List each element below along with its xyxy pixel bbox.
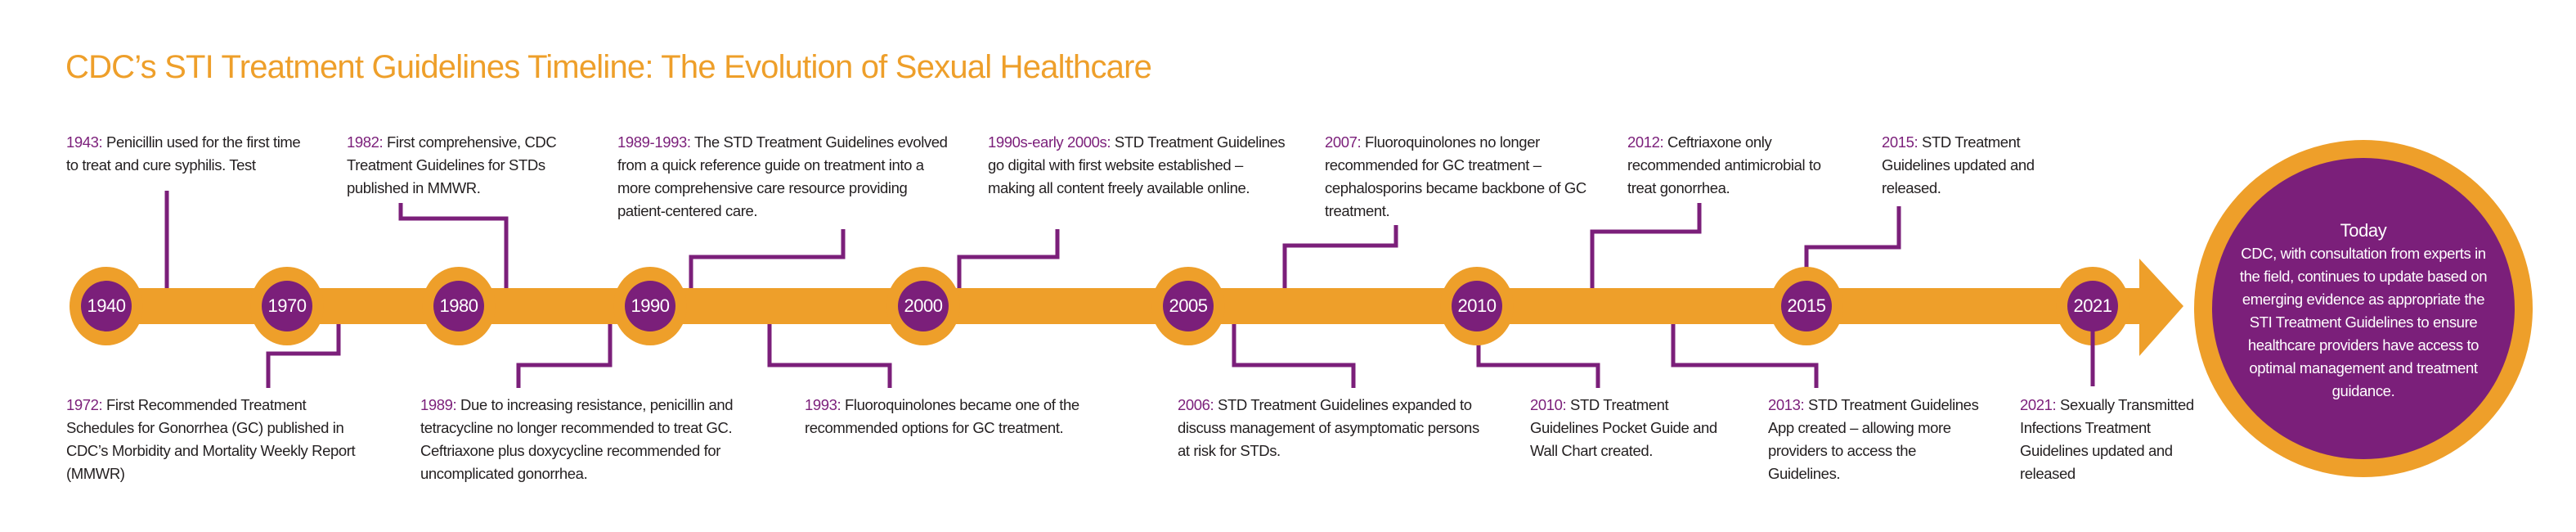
milestone-year-label: 2015 (1787, 295, 1826, 316)
event-1989-1993: 1989-1993: The STD Treatment Guidelines … (617, 133, 948, 219)
milestone-year-label: 2021 (2073, 295, 2112, 316)
connector-1989-1993 (689, 229, 846, 288)
milestone-2000 (886, 267, 960, 345)
event-2010: 2010: STD Treatment Guidelines Pocket Gu… (1530, 396, 1717, 459)
event-2013: 2013: STD Treatment Guidelines App creat… (1768, 396, 1979, 482)
event-1982: 1982: First comprehensive, CDC Treatment… (347, 133, 557, 196)
event-1943: 1943: Penicillin used for the first time… (66, 133, 301, 174)
event-1993: 1993: Fluoroquinolones became one of the… (805, 396, 1079, 436)
milestone-2005 (1151, 267, 1225, 345)
event-2006: 2006: STD Treatment Guidelines expanded … (1178, 396, 1479, 459)
milestone-2010 (1440, 267, 1514, 345)
today-panel: Today CDC, with consultation from expert… (2233, 219, 2494, 403)
today-heading: Today (2340, 220, 2387, 241)
today-text: CDC, with consultation from experts in t… (2239, 245, 2488, 399)
milestone-circles (70, 267, 2129, 345)
connector-2012 (1590, 203, 1702, 288)
milestone-inner-circle (433, 281, 484, 331)
event-1990s-early-2000s: 1990s-early 2000s: STD Treatment Guideli… (988, 133, 1286, 196)
milestone-1990 (613, 267, 687, 345)
event-1989: 1989: Due to increasing resistance, peni… (420, 396, 734, 482)
today-circle-inner (2212, 158, 2515, 459)
milestone-inner-circle (2067, 281, 2118, 331)
milestone-inner-circle (81, 281, 132, 331)
connector-1982 (398, 203, 509, 288)
milestone-year-label: 2010 (1457, 295, 1497, 316)
milestone-inner-circle (625, 281, 675, 331)
milestone-1970 (250, 267, 324, 345)
connector-1972 (266, 324, 341, 388)
milestone-year-label: 1980 (439, 295, 478, 316)
event-2012: 2012: Ceftriaxone only recommended antim… (1627, 133, 1821, 196)
connector-2013 (1671, 324, 1819, 388)
milestone-inner-circle (898, 281, 949, 331)
event-2015: 2015: STD Treatment Guidelines updated a… (1882, 133, 2035, 196)
milestone-1940 (70, 267, 143, 345)
milestone-year-label: 1970 (267, 295, 307, 316)
connector-1989 (516, 324, 613, 388)
connector-2006 (1232, 324, 1356, 388)
milestone-inner-circle (1163, 281, 1214, 331)
milestone-year-label: 1940 (87, 295, 126, 316)
timeline-arrowhead (2139, 259, 2183, 356)
milestone-1980 (422, 267, 496, 345)
connector-1993 (767, 324, 892, 388)
event-1972: 1972: First Recommended Treatment Schedu… (66, 396, 356, 482)
milestone-year-label: 2000 (904, 295, 943, 316)
milestone-inner-circle (262, 281, 312, 331)
timeline-bar (82, 288, 2159, 324)
connector-2015 (1804, 206, 1901, 270)
page-title: CDC’s STI Treatment Guidelines Timeline:… (65, 49, 1152, 85)
milestone-year-label: 1990 (631, 295, 670, 316)
connectors (164, 191, 1901, 388)
milestone-2021 (2056, 267, 2129, 345)
milestone-inner-circle (1781, 281, 1832, 331)
milestone-year-label: 2005 (1169, 295, 1208, 316)
connector-1990s (957, 229, 1060, 288)
event-2007: 2007: Fluoroquinolones no longer recomme… (1325, 133, 1586, 219)
milestone-2015 (1770, 267, 1843, 345)
event-2021: 2021: Sexually Transmitted Infections Tr… (2020, 396, 2194, 482)
connector-2007 (1282, 225, 1398, 288)
milestone-inner-circle (1452, 281, 1502, 331)
